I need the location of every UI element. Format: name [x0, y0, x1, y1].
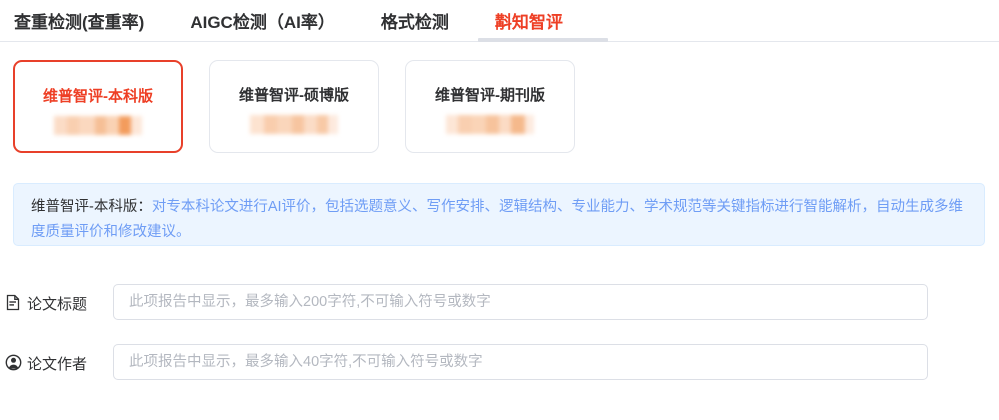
field-label-paper-author: 论文作者	[27, 356, 88, 373]
form-row-paper-title: 论文标题	[0, 284, 999, 320]
info-banner-label: 维普智评-本科版：	[31, 199, 152, 215]
product-card-title: 维普智评-硕博版	[239, 87, 349, 104]
product-card-price-redacted	[446, 115, 534, 134]
tab-format-check[interactable]: 格式检测	[380, 13, 449, 32]
product-card-undergraduate[interactable]: 维普智评-本科版	[13, 60, 183, 153]
info-banner-description: 对专本科论文进行AI评价，包括选题意义、写作安排、逻辑结构、专业能力、学术规范等…	[31, 199, 964, 240]
tab-smart-review[interactable]: 斠知智评	[494, 13, 563, 32]
primary-tab-bar: 查重检测(查重率) AIGC检测（AI率） 格式检测 斠知智评	[0, 0, 999, 42]
product-card-journal[interactable]: 维普智评-期刊版	[405, 60, 575, 153]
field-label-paper-title: 论文标题	[27, 296, 88, 313]
product-card-title: 维普智评-期刊版	[435, 87, 545, 104]
product-card-master-doctor[interactable]: 维普智评-硕博版	[209, 60, 379, 153]
tab-plagiarism-check[interactable]: 查重检测(查重率)	[14, 13, 145, 32]
info-banner-text: 维普智评-本科版：对专本科论文进行AI评价，包括选题意义、写作安排、逻辑结构、专…	[31, 195, 975, 245]
form-row-paper-author: 论文作者	[0, 344, 999, 380]
document-icon	[5, 294, 22, 311]
product-card-title: 维普智评-本科版	[43, 88, 153, 105]
product-card-price-redacted	[54, 116, 142, 135]
tab-list: 查重检测(查重率) AIGC检测（AI率） 格式检测 斠知智评	[14, 0, 563, 41]
paper-info-form: 论文标题 论文作者	[0, 284, 999, 404]
product-card-price-redacted	[250, 115, 338, 134]
product-card-list: 维普智评-本科版 维普智评-硕博版	[13, 60, 601, 153]
paper-title-input[interactable]	[113, 284, 928, 320]
active-tab-indicator	[478, 38, 608, 42]
info-banner: 维普智评-本科版：对专本科论文进行AI评价，包括选题意义、写作安排、逻辑结构、专…	[13, 183, 985, 246]
tab-aigc-check[interactable]: AIGC检测（AI率）	[190, 13, 335, 32]
user-icon	[5, 354, 22, 371]
paper-author-input[interactable]	[113, 344, 928, 380]
